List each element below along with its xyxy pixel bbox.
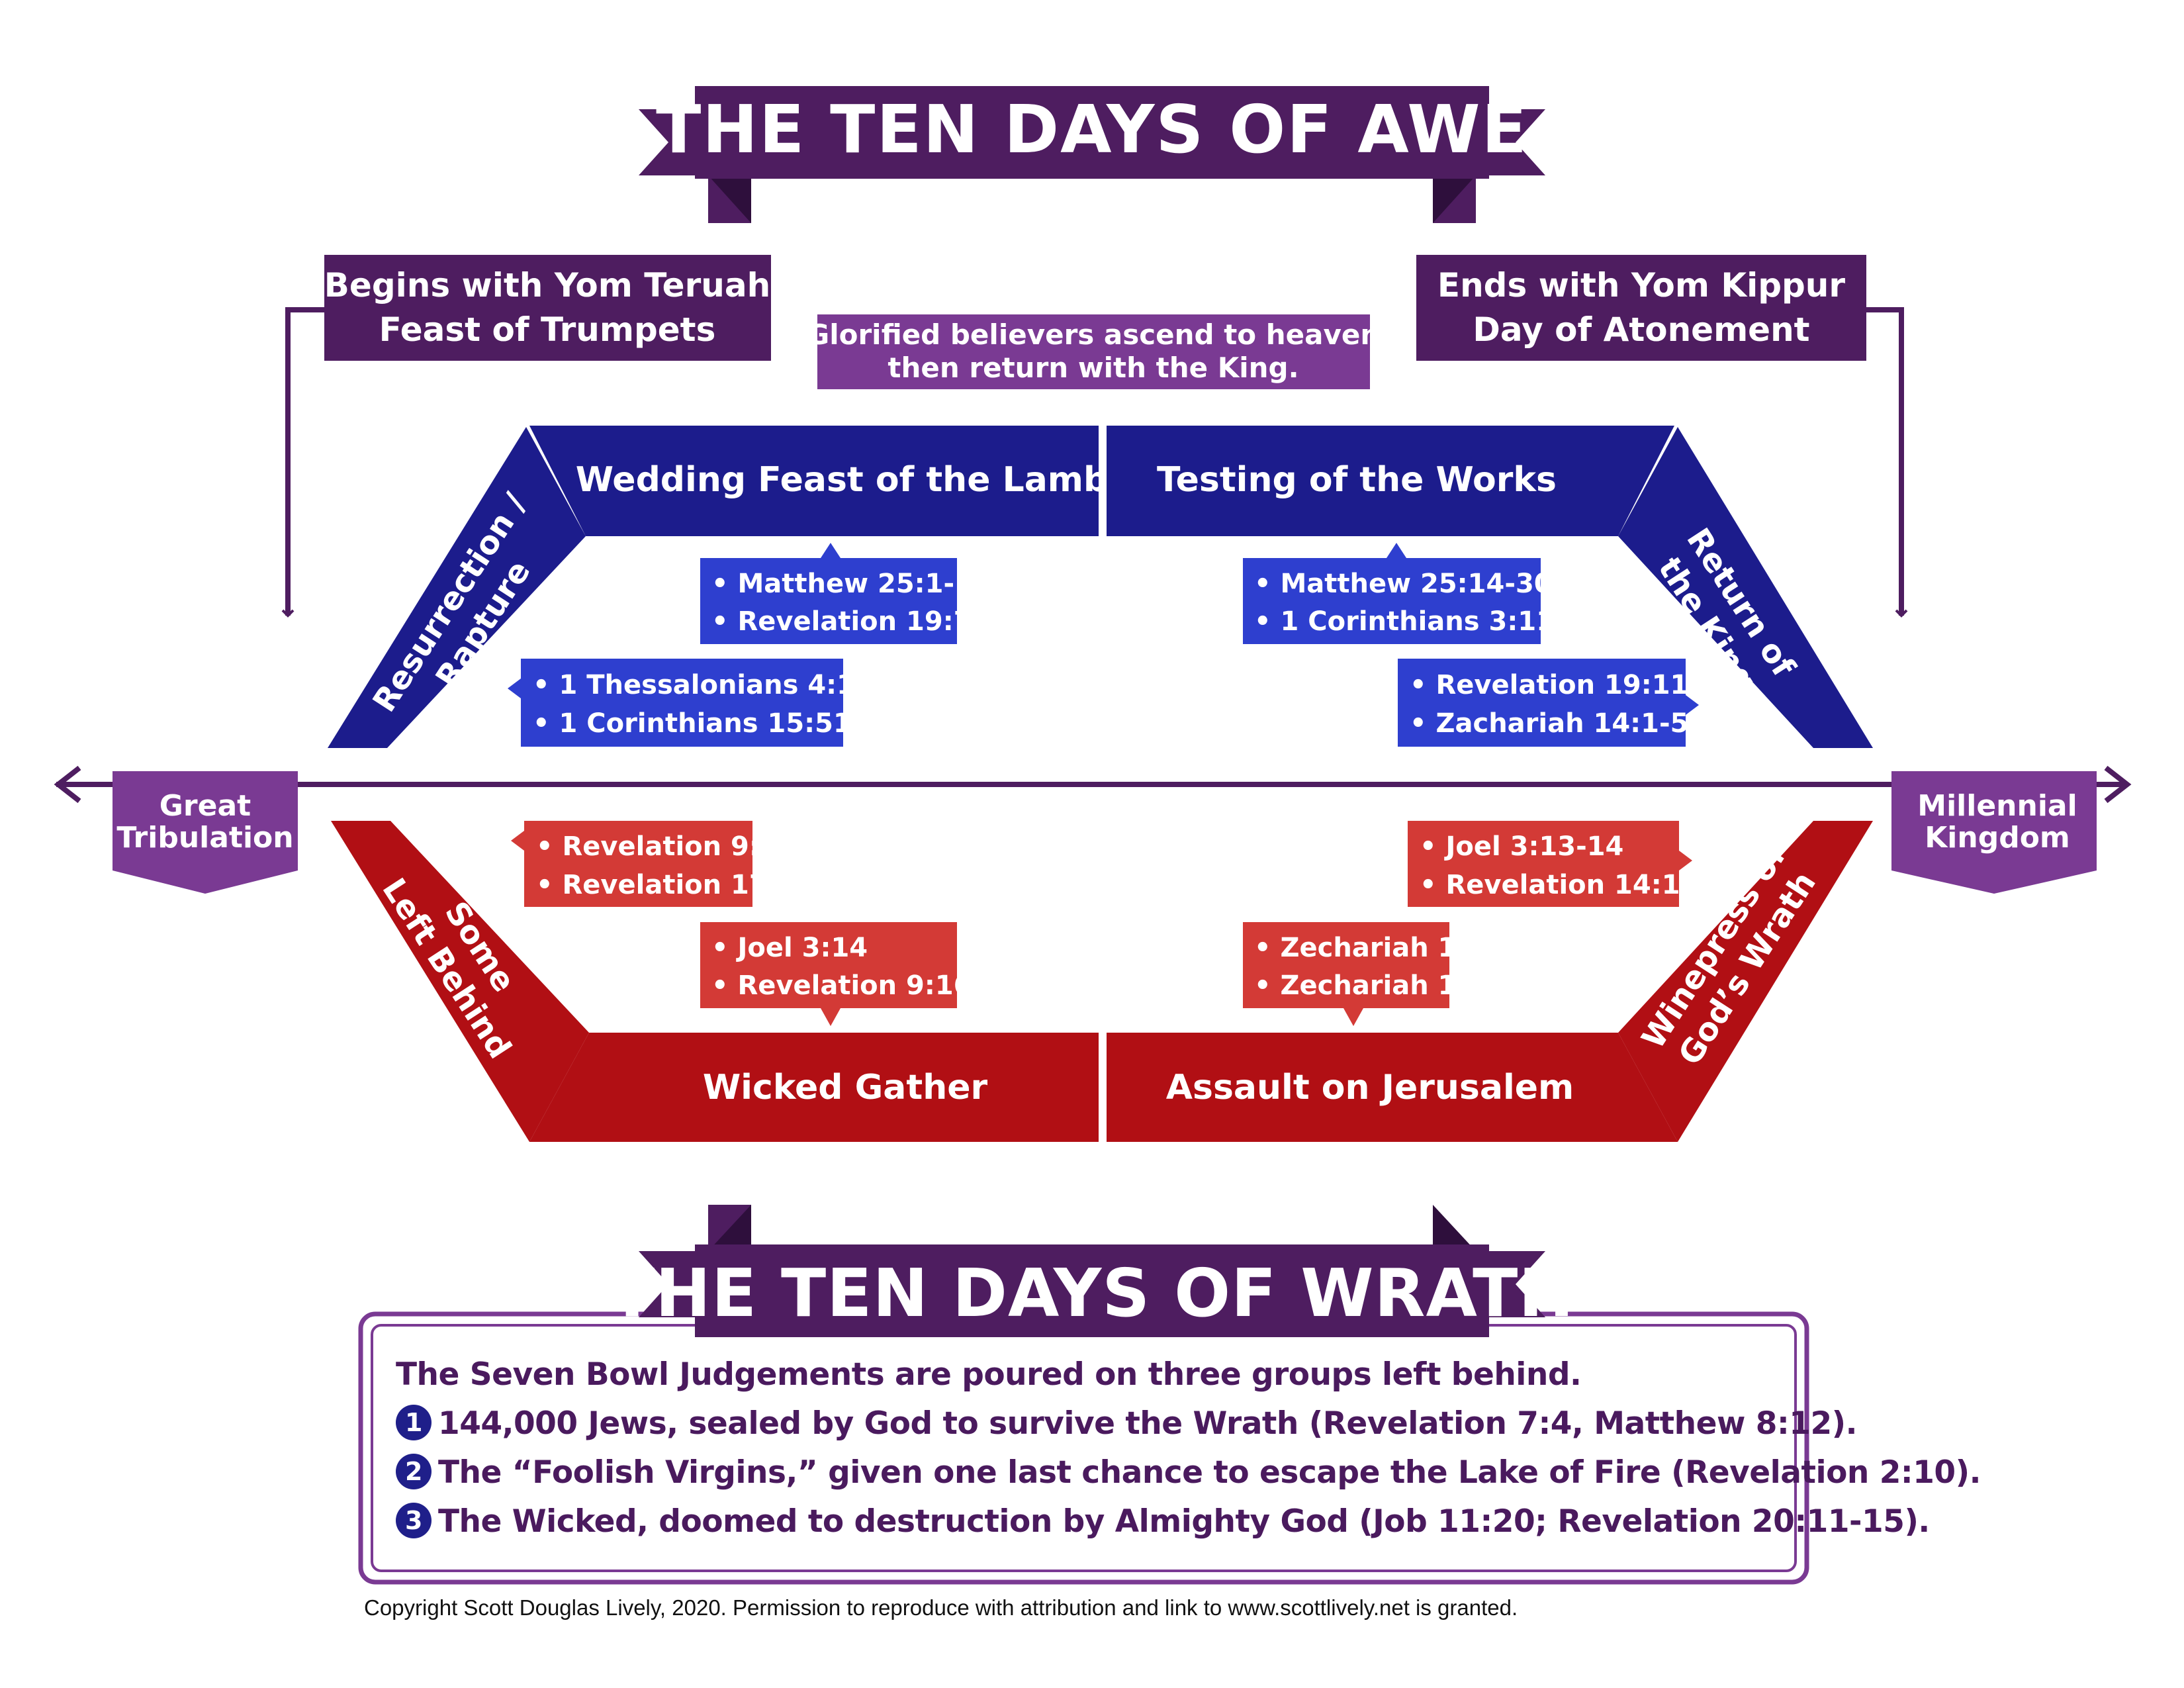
begins-line1: Begins with Yom Teruah xyxy=(324,266,770,305)
svg-text:• Revelation 9:2: • Revelation 9:2 xyxy=(536,831,778,862)
wicked-gather-segment xyxy=(529,1033,1099,1142)
wrath-item-text: 144,000 Jews, sealed by God to survive t… xyxy=(438,1405,1858,1442)
svg-text:• Joel 3:13-14: • Joel 3:13-14 xyxy=(1420,831,1623,862)
left-behind-segment xyxy=(331,821,589,1142)
testing-segment xyxy=(1107,426,1674,536)
refs-wedding: • Matthew 25:1-13 • Revelation 19:7-8 xyxy=(700,543,1001,644)
ends-arrow xyxy=(1866,307,1908,618)
wrath-item-text: The “Foolish Virgins,” given one last ch… xyxy=(438,1454,1981,1491)
banner-fold-right xyxy=(1433,175,1476,223)
title-banner-bottom: THE TEN DAYS OF WRATH xyxy=(610,1205,1574,1337)
svg-text:• Joel 3:14: • Joel 3:14 xyxy=(711,933,868,963)
assault-segment xyxy=(1107,1033,1678,1142)
svg-text:• Zachariah 14:1-5: • Zachariah 14:1-5 xyxy=(1410,708,1688,739)
assault-label: Assault on Jerusalem xyxy=(1166,1068,1574,1107)
timeline-arrow-left xyxy=(54,765,81,804)
banner-main-bottom xyxy=(695,1244,1489,1337)
ends-box: Ends with Yom Kippur Day of Atonement xyxy=(1416,255,1866,361)
millennial-kingdom-badge: Millennial Kingdom xyxy=(1891,771,2097,894)
refs-rapture: • 1 Thessalonians 4:16-17 • 1 Corinthian… xyxy=(508,659,921,747)
title-top: THE TEN DAYS OF AWE xyxy=(656,91,1528,168)
svg-text:• Revelation 9:16-21: • Revelation 9:16-21 xyxy=(711,970,1020,1001)
wicked-gather-label: Wicked Gather xyxy=(703,1068,988,1107)
svg-text:Great: Great xyxy=(159,789,251,823)
refs-left-behind: • Revelation 9:2 • Revelation 17:8 xyxy=(511,821,797,907)
svg-text:• Zechariah 14:2: • Zechariah 14:2 xyxy=(1254,933,1504,963)
testing-label: Testing of the Works xyxy=(1157,460,1557,500)
wedding-label: Wedding Feast of the Lamb xyxy=(576,460,1108,500)
banner-main-top xyxy=(695,86,1489,179)
svg-text:• Zechariah 12:2: • Zechariah 12:2 xyxy=(1254,970,1504,1001)
glorified-line2: then return with the King. xyxy=(887,352,1298,384)
title-banner-top: THE TEN DAYS OF AWE xyxy=(639,86,1545,223)
copyright-notice: Copyright Scott Douglas Lively, 2020. Pe… xyxy=(364,1595,1518,1620)
title-bottom: THE TEN DAYS OF WRATH xyxy=(610,1254,1574,1332)
begins-line2: Feast of Trumpets xyxy=(379,310,716,349)
glorified-box: Glorified believers ascend to heaven the… xyxy=(807,314,1381,389)
svg-text:Millennial: Millennial xyxy=(1917,789,2077,823)
banner-fold-right-bottom xyxy=(1433,1205,1476,1251)
refs-wicked: • Joel 3:14 • Revelation 9:16-21 xyxy=(700,922,1020,1026)
refs-winepress: • Joel 3:13-14 • Revelation 14:14-20 xyxy=(1408,821,1747,907)
svg-text:• 1 Corinthians 3:11-15: • 1 Corinthians 3:11-15 xyxy=(1254,606,1602,637)
glorified-line1: Glorified believers ascend to heaven xyxy=(807,318,1381,351)
svg-text:• Revelation 14:14-20: • Revelation 14:14-20 xyxy=(1420,870,1747,900)
svg-text:Tribulation: Tribulation xyxy=(116,821,293,855)
winepress-segment xyxy=(1618,821,1873,1142)
svg-text:Kingdom: Kingdom xyxy=(1925,821,2070,855)
svg-text:• Revelation 19:11-21: • Revelation 19:11-21 xyxy=(1410,670,1737,700)
banner-fold-left xyxy=(708,175,751,223)
svg-text:• Revelation 17:8: • Revelation 17:8 xyxy=(536,870,797,900)
wrath-item-text: The Wicked, doomed to destruction by Alm… xyxy=(438,1503,1930,1540)
ends-line1: Ends with Yom Kippur xyxy=(1437,266,1845,305)
banner-fold-left-bottom xyxy=(708,1205,751,1251)
number-badge: 2 xyxy=(396,1454,432,1489)
refs-return: • Revelation 19:11-21 • Zachariah 14:1-5 xyxy=(1398,659,1737,747)
svg-text:• Revelation 19:7-8: • Revelation 19:7-8 xyxy=(711,606,1001,637)
rapture-segment xyxy=(328,427,586,748)
ends-line2: Day of Atonement xyxy=(1473,310,1809,349)
refs-assault: • Zechariah 14:2 • Zechariah 12:2 xyxy=(1243,922,1504,1026)
svg-text:• Matthew 25:14-30: • Matthew 25:14-30 xyxy=(1254,569,1553,599)
number-badge: 3 xyxy=(396,1503,432,1538)
begins-box: Begins with Yom Teruah Feast of Trumpets xyxy=(324,255,771,361)
begins-arrow xyxy=(281,307,324,618)
svg-text:• 1 Thessalonians 4:16-17: • 1 Thessalonians 4:16-17 xyxy=(533,670,921,700)
wrath-summary: The Seven Bowl Judgements are poured on … xyxy=(369,1324,1981,1572)
svg-text:• 1 Corinthians 15:51-52: • 1 Corinthians 15:51-52 xyxy=(533,708,899,739)
wedding-segment xyxy=(529,426,1099,536)
wrath-intro: The Seven Bowl Judgements are poured on … xyxy=(396,1356,1582,1393)
refs-testing: • Matthew 25:14-30 • 1 Corinthians 3:11-… xyxy=(1243,543,1602,644)
number-badge: 1 xyxy=(396,1405,432,1440)
svg-text:• Matthew 25:1-13: • Matthew 25:1-13 xyxy=(711,569,991,599)
great-tribulation-badge: Great Tribulation xyxy=(113,771,298,894)
timeline-arrow-right xyxy=(2104,765,2132,804)
return-segment xyxy=(1618,427,1873,748)
